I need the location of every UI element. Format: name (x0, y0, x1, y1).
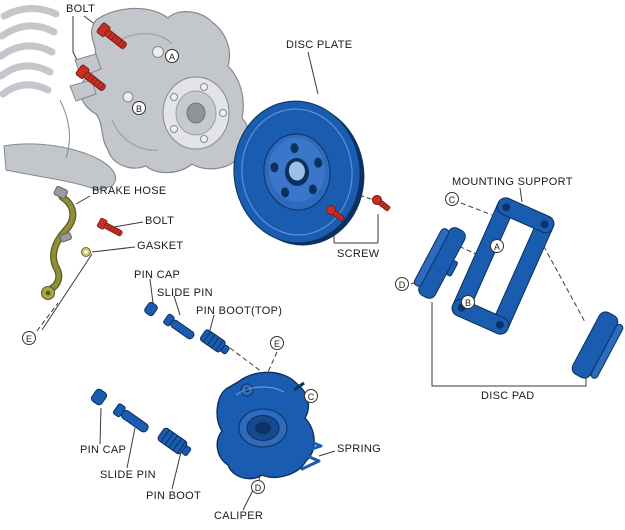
marker-support-b: B (461, 295, 475, 309)
coil-spring (0, 5, 60, 98)
gasket-part (81, 247, 91, 257)
marker-caliper-e: E (270, 336, 284, 350)
caliper-part (216, 371, 315, 480)
label-gasket: GASKET (137, 240, 184, 252)
disc-pad-right-part (571, 311, 624, 379)
mounting-support-part (451, 197, 555, 335)
marker-knuckle-b: B (132, 101, 146, 115)
marker-support-d: D (395, 277, 409, 291)
pad-spring-part (297, 435, 323, 471)
label-screw: SCREW (337, 248, 380, 260)
pin-cap-top-part (144, 301, 158, 317)
disc-plate-part (233, 100, 365, 246)
label-caliper: CALIPER (214, 510, 264, 522)
label-disc-plate: DISC PLATE (286, 39, 353, 51)
brake-hose-part (41, 185, 77, 300)
control-arm (3, 99, 116, 191)
marker-support-c: C (445, 192, 459, 206)
marker-caliper-c: C (304, 389, 318, 403)
label-bolt-top: BOLT (66, 3, 96, 15)
label-pin-cap-bottom: PIN CAP (80, 444, 127, 456)
marker-hose-e: E (22, 331, 36, 345)
label-spring: SPRING (337, 443, 381, 455)
disc-pad-left-part (413, 227, 466, 299)
label-disc-pad: DISC PAD (481, 390, 535, 402)
marker-knuckle-a: A (165, 49, 179, 63)
label-slide-pin-top: SLIDE PIN (157, 287, 213, 299)
label-slide-pin-bottom: SLIDE PIN (100, 469, 156, 481)
pin-boot-top-part (199, 329, 230, 355)
wheel-hub (162, 76, 230, 150)
brake-hose-bolt (96, 217, 125, 239)
slide-pin-top-part (163, 313, 195, 340)
slide-pin-bottom-part (112, 403, 149, 433)
label-pin-boot-bottom: PIN BOOT (146, 490, 201, 502)
label-brake-hose: BRAKE HOSE (92, 185, 167, 197)
pin-cap-bottom-part (90, 388, 108, 406)
marker-support-a: A (490, 239, 504, 253)
label-mounting-support: MOUNTING SUPPORT (452, 176, 573, 188)
label-bolt-mid: BOLT (145, 215, 175, 227)
label-pin-boot-top: PIN BOOT(TOP) (196, 305, 283, 317)
label-pin-cap-top: PIN CAP (134, 269, 181, 281)
disc-screw-right (370, 193, 393, 214)
pin-boot-bottom-part (157, 427, 192, 456)
marker-caliper-d: D (251, 480, 265, 494)
